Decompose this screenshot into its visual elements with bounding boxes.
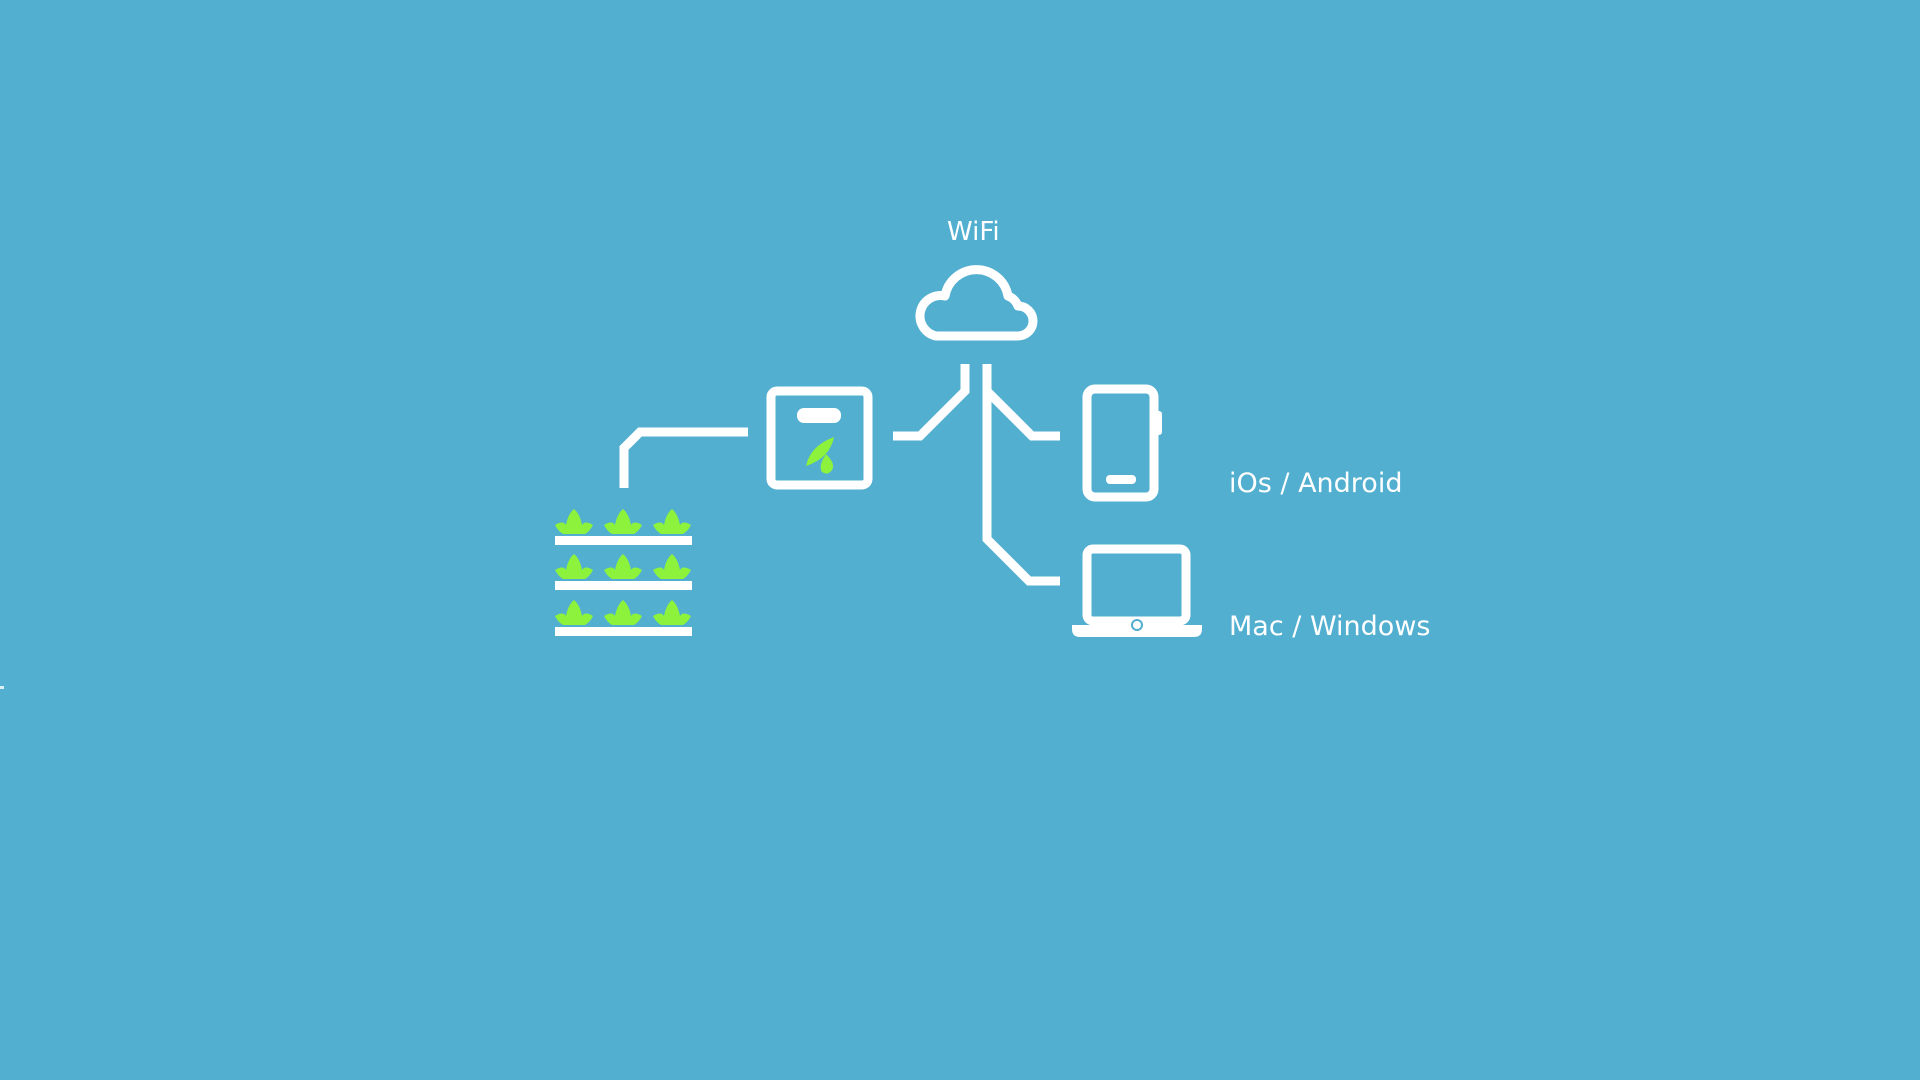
plant-leaf-icon [653, 600, 691, 625]
laptop-icon [1072, 544, 1202, 637]
edge-mark [0, 686, 4, 689]
mobile-platforms-label: iOs / Android [1229, 468, 1403, 499]
plant-leaf-icon [555, 509, 593, 534]
connector-lines [619, 364, 1060, 586]
plant-leaf-icon [555, 600, 593, 625]
plant-leaf-icon [653, 509, 691, 534]
controller-box-icon [766, 386, 873, 490]
plant-leaf-icon [604, 509, 642, 534]
cloud-icon [915, 265, 1038, 341]
desktop-platforms-label: Mac / Windows [1229, 611, 1431, 642]
plant-leaf-icon [555, 554, 593, 579]
plant-leaf-icon [604, 554, 642, 579]
smartphone-icon [1082, 384, 1162, 502]
line-cloud-laptop [982, 391, 1060, 586]
line-controller-cloud [893, 364, 970, 441]
line-cloud-phone [982, 364, 1060, 441]
plant-leaf-icon [604, 600, 642, 625]
plant-rack-icon [555, 509, 692, 636]
line-plants-controller [619, 427, 748, 488]
wifi-label: WiFi [947, 217, 1000, 247]
plant-leaf-icon [653, 554, 691, 579]
